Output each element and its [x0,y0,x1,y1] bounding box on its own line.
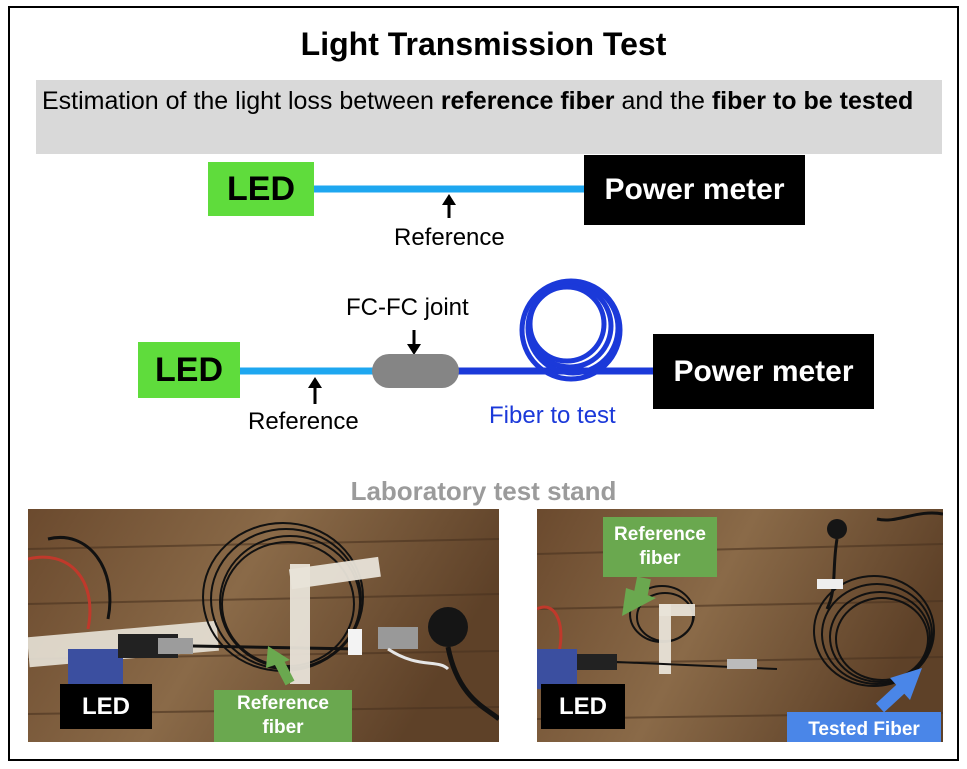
photo-right: Reference fiber LED Tested Fiber [537,509,943,742]
subtitle-prefix: Estimation of the light loss between [42,87,441,115]
joint-arrowhead [407,344,421,355]
stand-title: Laboratory test stand [350,476,617,506]
photo-left-green-arrow [266,646,295,686]
subtitle-banner: Estimation of the light loss between ref… [36,80,942,154]
fc-fc-joint [372,354,459,388]
page-title: Light Transmission Test [300,26,667,62]
photo-arrows [266,576,922,713]
fiber-coil [519,278,623,382]
photo-right-reference-tag: Reference fiber [603,517,717,577]
reference-arrowhead-2 [308,377,322,388]
photo-right-tested-tag: Tested Fiber [787,712,941,742]
photo-right-led-tag: LED [541,684,625,729]
reference-label-2: Reference [248,408,359,435]
diagram-lines [238,185,655,404]
photo-left-reference-tag: Reference fiber [214,690,352,742]
reference-label-1: Reference [394,224,505,251]
led-box-2: LED [138,342,240,398]
photo-left: LED Reference fiber [28,509,499,742]
power-meter-box-2: Power meter [653,334,874,409]
subtitle-bold-tested: fiber to be tested [711,87,914,115]
slide-frame: Light Transmission Test Estimation of th… [8,6,959,761]
subtitle-bold-reference: reference fiber [440,87,615,115]
power-meter-box-1: Power meter [584,155,805,225]
photo-left-led-tag: LED [60,684,152,729]
joint-label: FC-FC joint [346,294,469,321]
photo-right-green-arrow [622,576,656,616]
subtitle-middle: and the [614,87,712,115]
photo-right-blue-arrow [875,668,922,713]
reference-arrowhead-1 [442,194,456,205]
led-box-1: LED [208,162,314,216]
fiber-to-test-label: Fiber to test [489,402,616,429]
